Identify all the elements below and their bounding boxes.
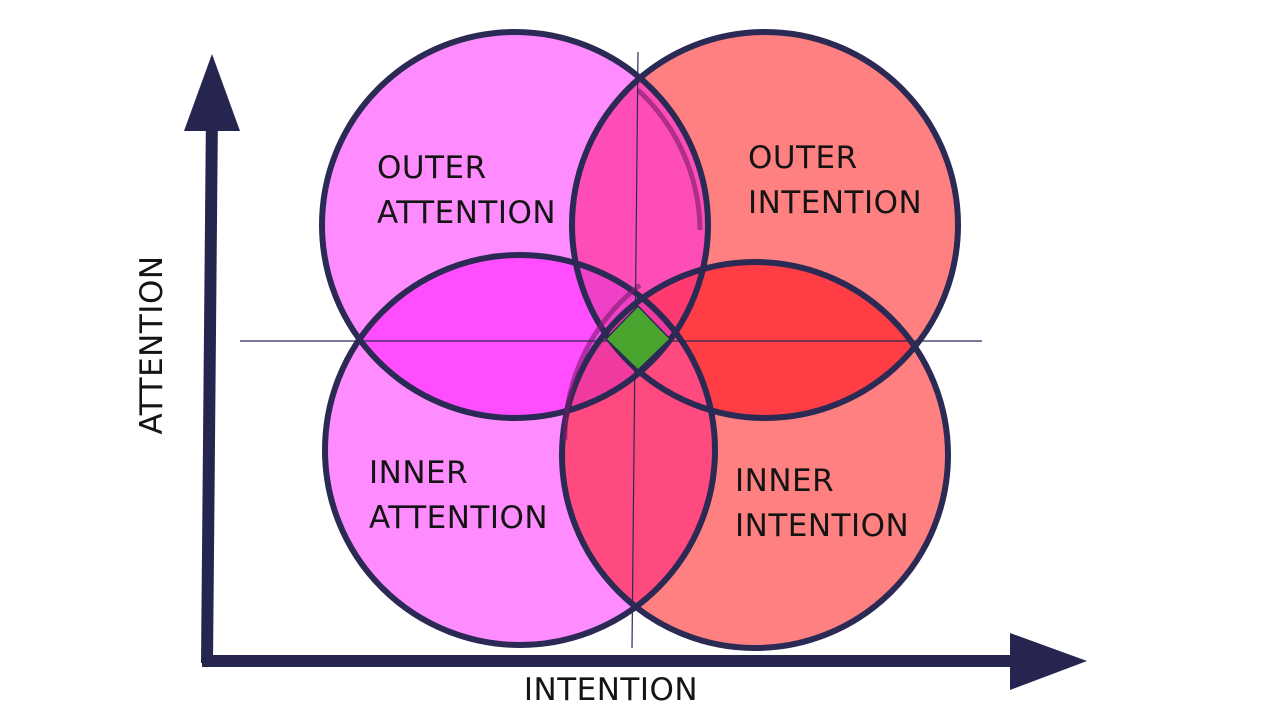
circle-outer-attention-outline [319, 29, 711, 421]
inner-attention-label-line2: ATTENTION [369, 500, 548, 536]
inner-arc-inner-intention [562, 283, 642, 441]
x-axis-label: INTENTION [524, 672, 698, 708]
y-axis-line [201, 109, 218, 664]
outer-intention-label-line1: OUTER [748, 140, 858, 176]
inner-arc-outer-attention [636, 88, 703, 231]
y-axis-label: ATTENTION [134, 255, 170, 434]
center-diamond [604, 304, 672, 372]
outer-attention-label-line2: ATTENTION [377, 195, 556, 231]
circle-inner-attention-outline [322, 252, 718, 648]
circle-outer-intention-outline [569, 29, 961, 421]
inner-intention-label-line1: INNER [735, 463, 834, 499]
circle-inner-intention-outline [559, 259, 951, 651]
inner-intention-label-line2: INTENTION [735, 508, 909, 544]
outer-intention-label-line2: INTENTION [748, 185, 922, 221]
inner-attention-label-line1: INNER [369, 455, 468, 491]
outer-attention-label-line1: OUTER [377, 150, 487, 186]
x-axis-arrowhead [1010, 633, 1087, 690]
y-axis-arrowhead [184, 54, 240, 131]
